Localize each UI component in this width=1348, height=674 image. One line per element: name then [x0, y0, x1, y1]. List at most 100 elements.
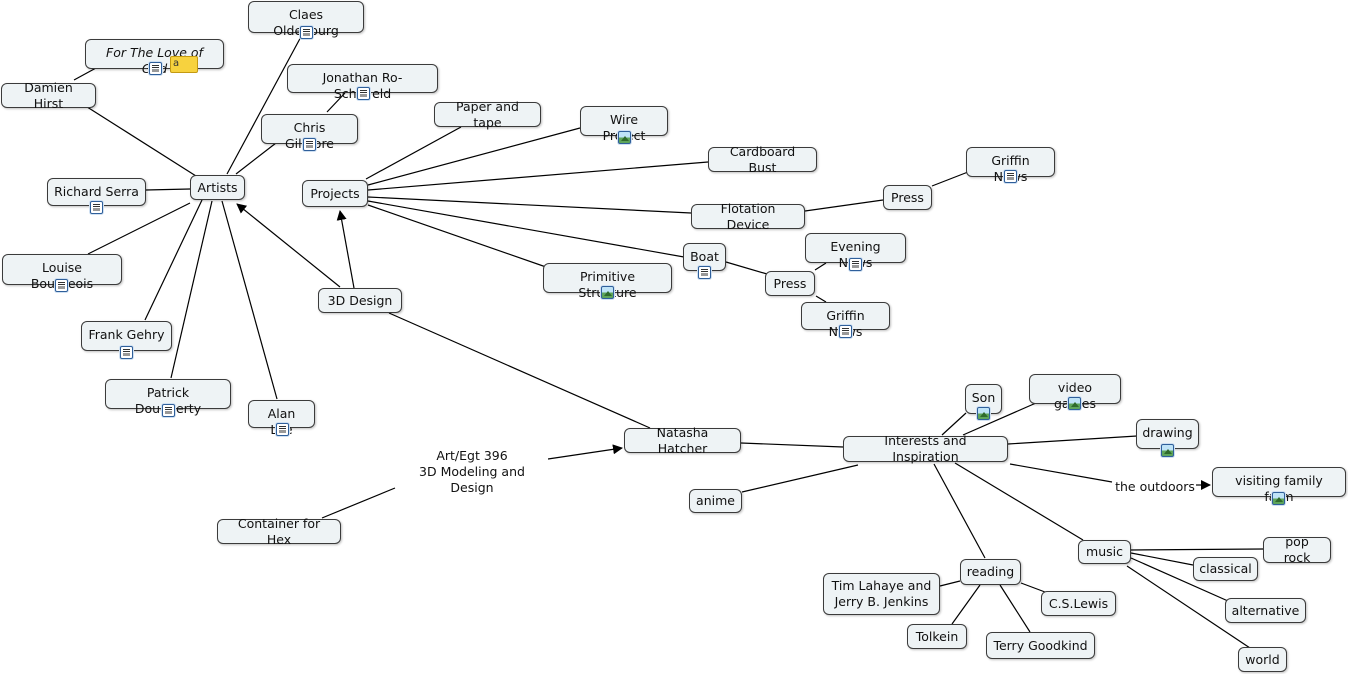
node-drawing[interactable]: drawing — [1136, 419, 1199, 457]
document-icon[interactable] — [839, 325, 852, 338]
node-label: reading — [966, 564, 1015, 579]
connector-interests-drawing — [1007, 435, 1138, 445]
node-terry-goodkind[interactable]: Terry Goodkind — [986, 632, 1095, 659]
document-icon[interactable] — [276, 423, 289, 436]
node-projects[interactable]: Projects — [302, 180, 368, 207]
document-icon[interactable] — [303, 138, 316, 151]
node-video-games[interactable]: video games — [1029, 374, 1121, 411]
node-label: visiting family farm — [1235, 473, 1323, 504]
node-tim-lahaye-and-jerry-b-jenkins[interactable]: Tim Lahaye and Jerry B. Jenkins — [823, 573, 940, 615]
node-evening-news[interactable]: Evening News — [805, 233, 906, 271]
node-label: For The Love of God — [106, 45, 203, 76]
node-patrick-dougherty[interactable]: Patrick Dougherty — [105, 379, 231, 417]
document-icon[interactable] — [698, 266, 711, 279]
document-icon[interactable] — [1004, 170, 1017, 183]
node-label: pop rock — [1283, 534, 1311, 565]
node-label: Artists — [197, 179, 238, 195]
document-icon[interactable] — [849, 258, 862, 271]
node-jonathan-ro-schofield[interactable]: Jonathan Ro-Schofield — [287, 64, 438, 101]
node-natasha-hatcher[interactable]: Natasha Hatcher — [624, 425, 741, 456]
node-damien-hirst[interactable]: Damien Hirst — [1, 80, 96, 111]
node-chris-gilmore[interactable]: Chris Gilmore — [261, 114, 358, 151]
node-louise-bourgeois[interactable]: Louise Bourgeois — [2, 254, 122, 292]
node-primitive-structure[interactable]: Primitive Structure — [543, 263, 672, 300]
connector-label-natasha — [547, 444, 623, 460]
node-label: world — [1245, 651, 1280, 667]
node-frank-gehry[interactable]: Frank Gehry — [81, 321, 172, 359]
image-icon[interactable] — [977, 407, 990, 420]
connector-natasha-interests — [740, 442, 844, 448]
node-label: Damien Hirst — [24, 79, 73, 111]
node-tolkein[interactable]: Tolkein — [907, 624, 967, 649]
connector-press2-evening — [814, 262, 827, 271]
connector-reading-tolkein — [951, 584, 981, 625]
node-flotation-device[interactable]: Flotation Device — [691, 201, 805, 232]
node-paper-and-tape[interactable]: Paper and tape — [434, 99, 541, 130]
document-icon[interactable] — [300, 26, 313, 39]
connector-projects-boat — [367, 200, 685, 258]
document-icon[interactable] — [120, 346, 133, 359]
node-alan-lee[interactable]: Alan Lee — [248, 400, 315, 437]
connector-chris-jonathan — [326, 92, 346, 113]
node-artists[interactable]: Artists — [190, 175, 245, 200]
document-icon[interactable] — [357, 87, 370, 100]
node-richard-serra[interactable]: Richard Serra — [47, 178, 146, 214]
node-reading[interactable]: reading — [960, 559, 1021, 585]
node-label: Boat — [690, 249, 719, 264]
connector-projects-flotation — [367, 196, 692, 214]
image-icon[interactable] — [1272, 492, 1285, 505]
document-icon[interactable] — [162, 404, 175, 417]
node-label: Natasha Hatcher — [656, 424, 709, 456]
node-griffin-news-1[interactable]: Griffin News — [966, 147, 1055, 184]
sticky-note-icon[interactable]: a — [170, 56, 198, 73]
connector-serra-artists — [145, 188, 191, 191]
node-pop-rock[interactable]: pop rock — [1263, 534, 1331, 565]
document-icon[interactable] — [90, 201, 103, 214]
image-icon[interactable] — [601, 286, 614, 299]
connector-projects-wire — [367, 127, 581, 186]
node-music[interactable]: music — [1078, 540, 1131, 564]
connector-hex-label — [321, 487, 396, 519]
node-label: Son — [971, 390, 996, 405]
connector-projects-paper — [365, 126, 462, 180]
node-label: Griffin News — [991, 153, 1030, 184]
connector-music-poprock — [1130, 548, 1264, 551]
node-interests-and-inspiration[interactable]: Interests and Inspiration — [843, 433, 1008, 464]
node-label: anime — [696, 493, 735, 508]
connector-alanlee-artists — [221, 200, 278, 400]
connector-press2-griffin2 — [815, 295, 827, 303]
node-son[interactable]: Son — [965, 384, 1002, 420]
node-3d-design[interactable]: 3D Design — [318, 288, 402, 313]
node-classical[interactable]: classical — [1193, 557, 1258, 581]
image-icon[interactable] — [1068, 397, 1081, 410]
connector-reading-cslewis — [1020, 582, 1046, 593]
connector-3d-artists — [236, 203, 341, 288]
node-press-1[interactable]: Press — [883, 185, 932, 210]
connector-music-world — [1126, 565, 1251, 649]
document-icon[interactable] — [149, 62, 162, 75]
node-press-2[interactable]: Press — [765, 271, 815, 296]
connector-music-classical — [1130, 552, 1194, 566]
document-icon[interactable] — [55, 279, 68, 292]
connector-damien-ftlog — [73, 67, 97, 81]
node-wire-project[interactable]: Wire Project — [580, 106, 668, 144]
node-claes-oldenburg[interactable]: Claes Oldenburg — [248, 1, 364, 39]
node-cardboard-bust[interactable]: Cardboard Bust — [708, 144, 817, 175]
connector-interests-outdoors — [1009, 463, 1113, 483]
connector-artists-chris — [235, 142, 277, 175]
node-boat[interactable]: Boat — [683, 243, 726, 279]
node-world[interactable]: world — [1238, 647, 1287, 672]
node-griffin-news-2[interactable]: Griffin News — [801, 302, 890, 339]
node-label: Container for Hex — [237, 515, 321, 547]
node-label: Projects — [310, 185, 360, 201]
node-label: music — [1086, 544, 1123, 559]
image-icon[interactable] — [1161, 444, 1174, 457]
node-visiting-family-farm[interactable]: visiting family farm — [1212, 467, 1346, 505]
node-container-for-hex[interactable]: Container for Hex — [217, 516, 341, 547]
node-for-the-love-of-god[interactable]: For The Love of God — [85, 39, 224, 76]
node-label: Press — [773, 275, 807, 291]
image-icon[interactable] — [618, 131, 631, 144]
node-anime[interactable]: anime — [689, 489, 742, 513]
node-cs-lewis[interactable]: C.S.Lewis — [1041, 591, 1116, 616]
node-alternative[interactable]: alternative — [1225, 598, 1306, 623]
